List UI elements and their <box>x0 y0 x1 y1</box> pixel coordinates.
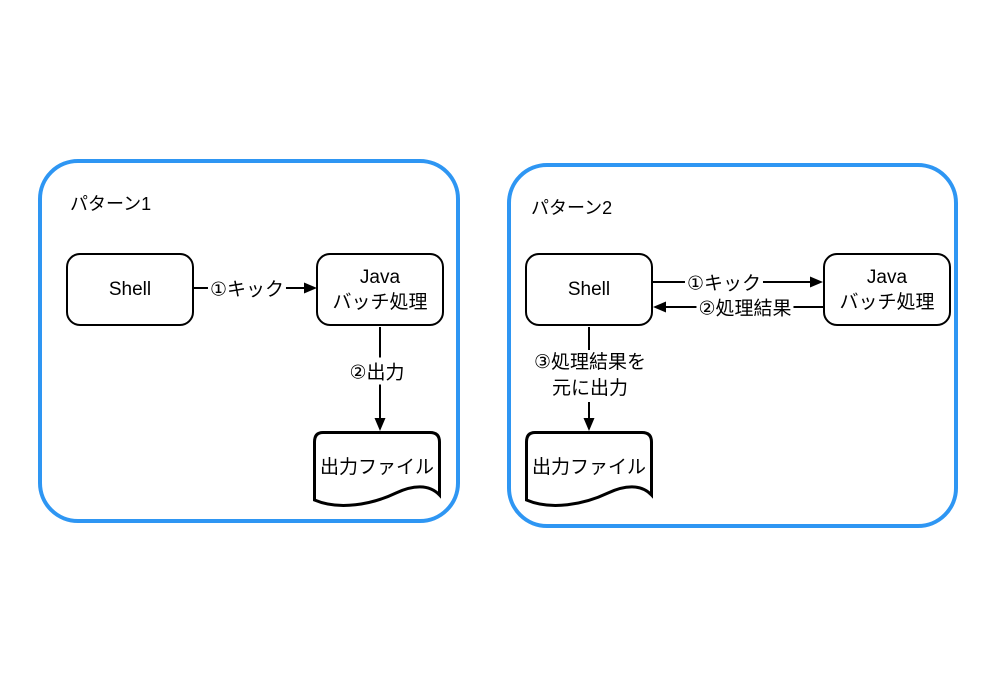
output-arrow-label-line1: ③処理結果を <box>533 352 647 373</box>
kick-arrow-label: ①キック <box>684 268 764 296</box>
shell-node-label: Shell <box>108 279 152 300</box>
document-shape <box>525 431 653 507</box>
java-node-label: Java バッチ処理 <box>332 265 427 315</box>
shell-node: Shell <box>66 253 194 326</box>
pattern2-title: パターン2 <box>531 198 613 218</box>
document-shape <box>313 431 441 507</box>
java-batch-node: Java バッチ処理 <box>316 253 444 326</box>
output-file-node: 出力ファイル <box>525 431 653 513</box>
java-node-label-line2: バッチ処理 <box>332 291 428 313</box>
java-node-label: Java バッチ処理 <box>839 265 934 315</box>
output-file-node: 出力ファイル <box>313 431 441 513</box>
java-node-label-line1: Java <box>359 266 401 288</box>
shell-node-label: Shell <box>567 279 611 300</box>
pattern1-panel: パターン1 Shell Java バッチ処理 ①キック ②出力 出力 <box>38 159 460 523</box>
output-arrow-label: ③処理結果を 元に出力 <box>531 350 649 402</box>
java-node-label-line2: バッチ処理 <box>839 291 935 313</box>
kick-arrow-label: ①キック <box>207 274 287 302</box>
output-file-label: 出力ファイル <box>531 456 646 478</box>
output-arrow-label: ②出力 <box>347 357 407 385</box>
java-node-label-line1: Java <box>866 266 908 288</box>
java-batch-node: Java バッチ処理 <box>823 253 951 326</box>
output-file-label: 出力ファイル <box>319 456 434 478</box>
pattern1-title: パターン1 <box>70 194 152 214</box>
shell-node: Shell <box>525 253 653 326</box>
result-arrow-label: ②処理結果 <box>696 293 794 321</box>
output-arrow-label-line2: 元に出力 <box>551 378 629 399</box>
pattern2-panel: パターン2 Shell Java バッチ処理 ①キック ②処理結果 <box>507 163 958 528</box>
